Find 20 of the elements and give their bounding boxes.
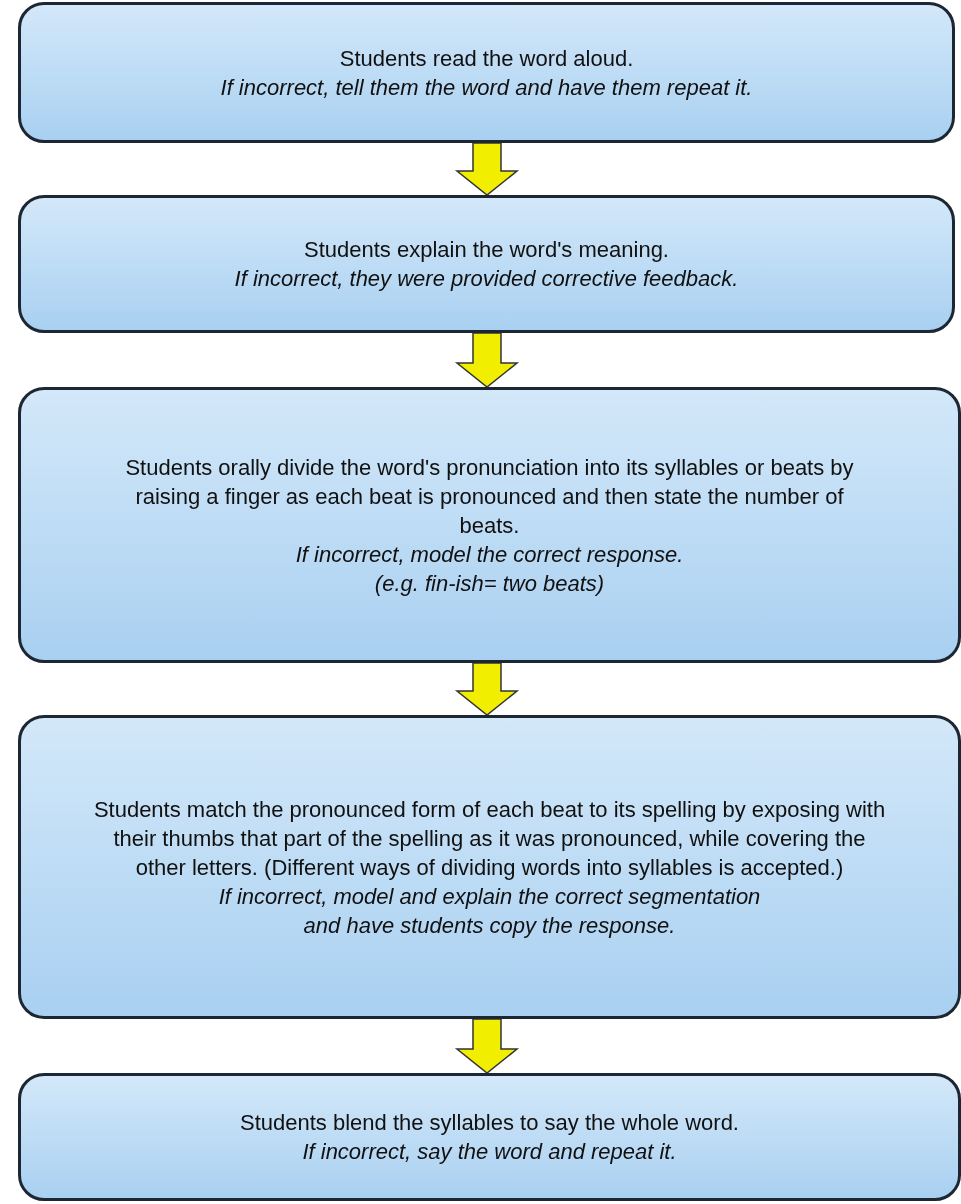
correction-text: If incorrect, they were provided corrective feedback. — [234, 265, 739, 293]
step-box — [18, 2, 955, 143]
correction-text: If incorrect, model and explain the correct segmentation and have students copy the response. — [217, 882, 762, 940]
step-box — [18, 387, 961, 663]
step-text: Students match the pronounced form of each beat to its spelling by exposing with their thumbs that part of the spelling as it was pronounced, while covering the other letters. (Different ways of dividing words into syllables is accepted.) — [92, 795, 887, 882]
step-text: Students blend the syllables to say the whole word. — [240, 1109, 739, 1137]
step-box — [18, 715, 961, 1019]
correction-text: If incorrect, say the word and repeat it. — [302, 1138, 677, 1166]
correction-text: If incorrect, model the correct response. — [295, 540, 684, 569]
step-box — [18, 195, 955, 333]
block-arrow — [454, 142, 520, 196]
block-arrow — [454, 332, 520, 388]
correction-text: If incorrect, tell them the word and have them repeat it. — [220, 73, 753, 102]
step-text: Students orally divide the word's pronunciation into its syllables or beats by raising a finger as each beat is pronounced and then state the number of beats. — [124, 453, 855, 540]
step-box — [18, 1073, 961, 1201]
step-text: Students explain the word's meaning. — [304, 236, 669, 264]
block-arrow — [454, 1018, 520, 1074]
step-text: Students read the word aloud. — [339, 44, 634, 73]
block-arrow — [454, 662, 520, 716]
correction-text: (e.g. fin-ish= two beats) — [374, 569, 605, 598]
